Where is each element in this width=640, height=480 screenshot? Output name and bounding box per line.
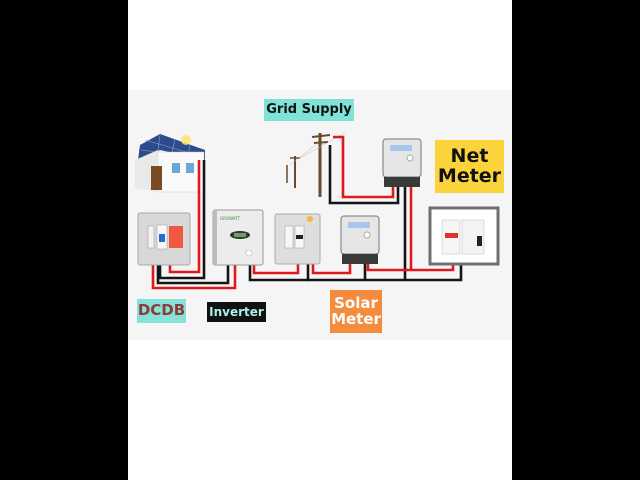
solar-meter-label: Solar Meter (330, 290, 382, 333)
dcdb-box-icon (137, 212, 191, 266)
mcb-rccb-enclosure-icon (428, 206, 500, 266)
acdb-box-icon (274, 213, 321, 265)
acdb-neutral-bus (306, 250, 463, 282)
inverter-icon: GROWATT (212, 209, 264, 266)
dcdb-inverter-neutral-wire (156, 255, 230, 285)
house-neutral-wire (158, 160, 206, 280)
inverter-label: Inverter (207, 302, 266, 322)
grid-neutral-wire (328, 145, 400, 205)
house-solar-panel-icon (135, 134, 205, 193)
svg-text:GROWATT: GROWATT (220, 216, 241, 221)
grid-live-wire (333, 135, 395, 199)
dcdb-label: DCDB (137, 299, 186, 323)
wires (151, 135, 463, 290)
dcdb-inverter-live-wire (151, 255, 237, 290)
acdb-inverter-neutral-wire (248, 265, 308, 282)
utility-pole-icon (286, 132, 346, 197)
solar-meter-icon (340, 215, 380, 264)
grid-supply-label: Grid Supply (264, 99, 354, 121)
net-meter-icon (382, 138, 422, 187)
net-meter-label: Net Meter (435, 140, 504, 193)
